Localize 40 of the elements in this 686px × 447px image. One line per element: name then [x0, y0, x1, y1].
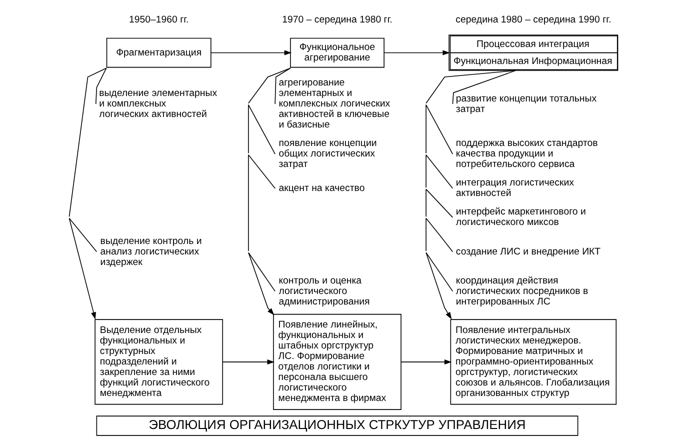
connector [452, 70, 516, 104]
node-text: появление концепции общих логистических затрат [278, 138, 376, 170]
connector [68, 218, 97, 252]
label: 1970 – середина 1980 гг. [282, 14, 392, 26]
label: середина 1980 – середина 1990 гг. [455, 14, 611, 26]
node-text: акцент на качество [278, 182, 364, 194]
node-text: создание ЛИС и внедрение ИКТ [455, 246, 600, 258]
node-box: Фрагментаризация [106, 38, 211, 68]
node-box: Появление интегральных логистических менеджеров. Формирование матричных и программно-ориентированных оргструктур, логистических союзов и альянсов. Глобализация организованных структур [450, 319, 616, 405]
arrow [400, 359, 452, 364]
node-text: агрегирование элементарных и комплексных логических активностей в ключевые и базисные [278, 78, 390, 131]
connector [248, 104, 275, 154]
connector [274, 68, 290, 104]
node-box: Функциональное агрегирование [290, 38, 384, 68]
node-text: координация действия логистических посредников в интегрированных ЛС [455, 275, 588, 308]
connector [425, 104, 453, 154]
connector [425, 154, 453, 189]
node-box: Появление линейных, функциональных и штабных оргструктур ЛС. Формирование отделов логистики и персонала высшего логистического менеджмента в фирмах [272, 314, 401, 410]
connector [425, 218, 453, 252]
node-box: Выделение отдельных функциональных и структурных подразделений и закрепление за ними функций логистического менеджмента [94, 319, 223, 405]
connector [94, 68, 106, 104]
arrow [210, 50, 292, 56]
node-text: контроль и оценка логистического администрирования [278, 275, 370, 308]
node-text: поддержка высоких стандартов качества продукции и потребительского сервиса [455, 138, 598, 170]
node-text: выделение контроль и анализ логистических издержек [100, 236, 202, 268]
arrow [425, 70, 516, 320]
node-text: развитие концепции тотальных затрат [455, 93, 596, 115]
node-box: ЭВОЛЮЦИЯ ОРГАНИЗАЦИОННЫХ СТРКУТУР УПРАВЛЕНИЯ [96, 416, 578, 436]
node-text: выделение элементарных и комплексных логических активностей [98, 88, 217, 120]
node-text: интерфейс маркетингового и логистического миксов [455, 206, 586, 228]
arrow [68, 68, 106, 320]
arrow [222, 359, 274, 364]
connector [425, 188, 453, 218]
node-text: интеграция логистических активностей [455, 178, 574, 200]
connector [425, 252, 453, 292]
label: 1950–1960 гг. [128, 14, 188, 26]
arrow [248, 68, 290, 316]
connector [248, 154, 275, 189]
connector [248, 252, 275, 292]
arrow [383, 50, 450, 56]
